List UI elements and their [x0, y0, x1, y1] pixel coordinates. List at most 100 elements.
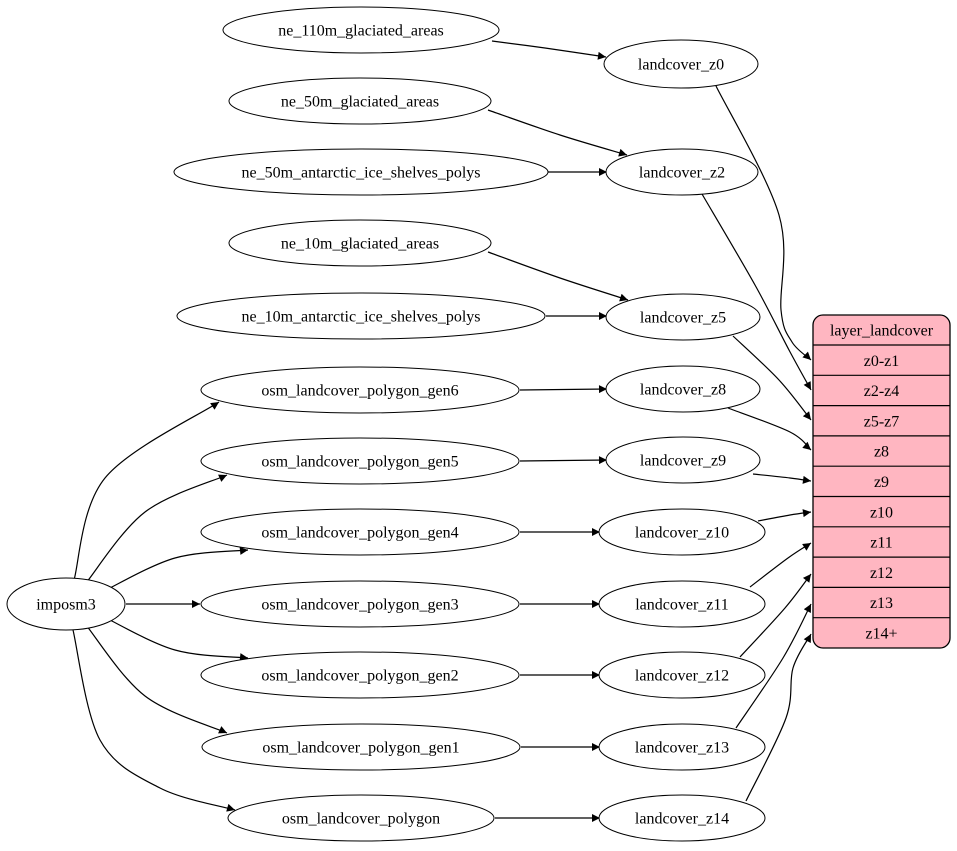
- node-landcover_z9: landcover_z9: [605, 436, 761, 484]
- node-ellipse: [6, 577, 126, 631]
- node-ellipse: [605, 436, 761, 484]
- node-ellipse: [228, 219, 492, 267]
- edge-landcover_z14-to-row-z14+: [745, 633, 812, 802]
- node-landcover_z0: landcover_z0: [603, 39, 759, 89]
- node-ellipse: [598, 508, 766, 556]
- node-osm_landcover_polygon_gen3: osm_landcover_polygon_gen3: [200, 580, 520, 628]
- node-ellipse: [201, 723, 521, 771]
- node-ellipse: [200, 437, 520, 485]
- record-row-z12: z12: [870, 565, 893, 582]
- node-label: osm_landcover_polygon_gen2: [261, 668, 458, 685]
- node-label: ne_110m_glaciated_areas: [278, 23, 444, 40]
- node-label: osm_landcover_polygon_gen6: [261, 383, 458, 400]
- node-label: landcover_z10: [635, 525, 729, 542]
- node-ellipse: [222, 6, 500, 54]
- node-label: osm_landcover_polygon: [282, 811, 440, 828]
- edge-landcover_z12-to-row-z12: [739, 573, 812, 658]
- edge-imposm3-to-osm_landcover_polygon: [72, 629, 236, 812]
- node-label: osm_landcover_polygon_gen5: [261, 454, 458, 471]
- record-row-z0-z1: z0-z1: [864, 353, 900, 370]
- edge-imposm3-to-osm_landcover_polygon_gen4: [103, 546, 249, 592]
- node-label: landcover_z12: [635, 668, 729, 685]
- node-osm_landcover_polygon_gen2: osm_landcover_polygon_gen2: [200, 651, 520, 699]
- edges-layer: [72, 40, 812, 822]
- node-label: osm_landcover_polygon_gen1: [262, 740, 459, 757]
- node-label: landcover_z9: [640, 453, 726, 470]
- node-ellipse: [605, 365, 761, 413]
- node-ellipse: [227, 794, 495, 842]
- node-ne_10m_antarctic_ice_shelves_polys: ne_10m_antarctic_ice_shelves_polys: [176, 292, 546, 340]
- record-box: [812, 314, 951, 649]
- node-ellipse: [228, 77, 492, 125]
- node-ellipse: [200, 580, 520, 628]
- node-label: landcover_z14: [635, 811, 729, 828]
- node-ellipse: [200, 651, 520, 699]
- edge-ne_50m_glaciated_areas-to-landcover_z2: [487, 109, 628, 157]
- node-ne_110m_glaciated_areas: ne_110m_glaciated_areas: [222, 6, 500, 54]
- node-ellipse: [200, 366, 520, 414]
- node-imposm3: imposm3: [6, 577, 126, 631]
- node-osm_landcover_polygon_gen5: osm_landcover_polygon_gen5: [200, 437, 520, 485]
- node-osm_landcover_polygon_gen1: osm_landcover_polygon_gen1: [201, 723, 521, 771]
- node-osm_landcover_polygon_gen6: osm_landcover_polygon_gen6: [200, 366, 520, 414]
- node-ellipse: [603, 39, 759, 89]
- node-label: ne_10m_antarctic_ice_shelves_polys: [241, 309, 480, 326]
- node-label: landcover_z13: [635, 740, 729, 757]
- node-label: imposm3: [36, 597, 96, 614]
- node-ellipse: [176, 292, 546, 340]
- edge-imposm3-to-osm_landcover_polygon_gen2: [103, 616, 249, 662]
- node-landcover_z5: landcover_z5: [605, 293, 761, 341]
- edge-ne_10m_glaciated_areas-to-landcover_z5: [487, 251, 629, 302]
- edge-landcover_z13-to-row-z13: [735, 603, 812, 729]
- edge-imposm3-to-osm_landcover_polygon_gen5: [85, 474, 228, 584]
- node-label: ne_10m_glaciated_areas: [281, 236, 439, 253]
- node-landcover_z11: landcover_z11: [598, 580, 766, 628]
- record-row-z13: z13: [870, 595, 893, 612]
- edge-osm_landcover_polygon_gen6-to-landcover_z8: [519, 385, 608, 394]
- node-label: landcover_z0: [638, 57, 724, 74]
- edge-landcover_z0-to-row-z0-z1: [715, 85, 812, 361]
- record-row-z5-z7: z5-z7: [864, 413, 900, 430]
- node-label: landcover_z2: [639, 165, 725, 182]
- node-label: landcover_z11: [635, 597, 729, 614]
- record-row-z11: z11: [870, 535, 893, 552]
- edge-landcover_z9-to-row-z9: [752, 473, 812, 484]
- node-ellipse: [173, 148, 549, 196]
- node-label: ne_50m_glaciated_areas: [281, 94, 439, 111]
- node-ellipse: [605, 293, 761, 341]
- node-ellipse: [605, 148, 759, 196]
- record-row-z14+: z14+: [865, 625, 897, 642]
- node-ellipse: [598, 723, 766, 771]
- node-label: landcover_z8: [640, 382, 726, 399]
- node-ne_50m_antarctic_ice_shelves_polys: ne_50m_antarctic_ice_shelves_polys: [173, 148, 549, 196]
- edge-landcover_z5-to-row-z5-z7: [732, 335, 812, 421]
- record-row-z10: z10: [870, 504, 893, 521]
- node-ellipse: [200, 508, 520, 556]
- node-ellipse: [598, 580, 766, 628]
- node-osm_landcover_polygon_gen4: osm_landcover_polygon_gen4: [200, 508, 520, 556]
- edge-osm_landcover_polygon_gen5-to-landcover_z9: [519, 456, 608, 465]
- node-label: ne_50m_antarctic_ice_shelves_polys: [241, 165, 480, 182]
- record-row-z2-z4: z2-z4: [864, 383, 900, 400]
- node-label: osm_landcover_polygon_gen4: [261, 525, 458, 542]
- record-title: layer_landcover: [830, 323, 934, 340]
- record-layer-landcover: layer_landcover z0-z1 z2-z4 z5-z7 z8 z9 z10 z11…: [812, 314, 951, 649]
- node-landcover_z14: landcover_z14: [598, 794, 766, 842]
- edge-imposm3-to-osm_landcover_polygon_gen6: [73, 401, 220, 581]
- record-row-z9: z9: [874, 474, 889, 491]
- edge-landcover_z8-to-row-z8: [727, 407, 812, 451]
- node-ellipse: [598, 651, 766, 699]
- node-ne_50m_glaciated_areas: ne_50m_glaciated_areas: [228, 77, 492, 125]
- node-osm_landcover_polygon: osm_landcover_polygon: [227, 794, 495, 842]
- record-row-z8: z8: [874, 444, 889, 461]
- edge-landcover_z10-to-row-z10: [757, 509, 812, 522]
- edge-imposm3-to-osm_landcover_polygon_gen1: [85, 624, 228, 734]
- edge-landcover_z2-to-row-z2-z4: [701, 193, 812, 391]
- node-landcover_z10: landcover_z10: [598, 508, 766, 556]
- node-landcover_z12: landcover_z12: [598, 651, 766, 699]
- node-landcover_z8: landcover_z8: [605, 365, 761, 413]
- node-landcover_z13: landcover_z13: [598, 723, 766, 771]
- edge-landcover_z11-to-row-z11: [749, 542, 812, 588]
